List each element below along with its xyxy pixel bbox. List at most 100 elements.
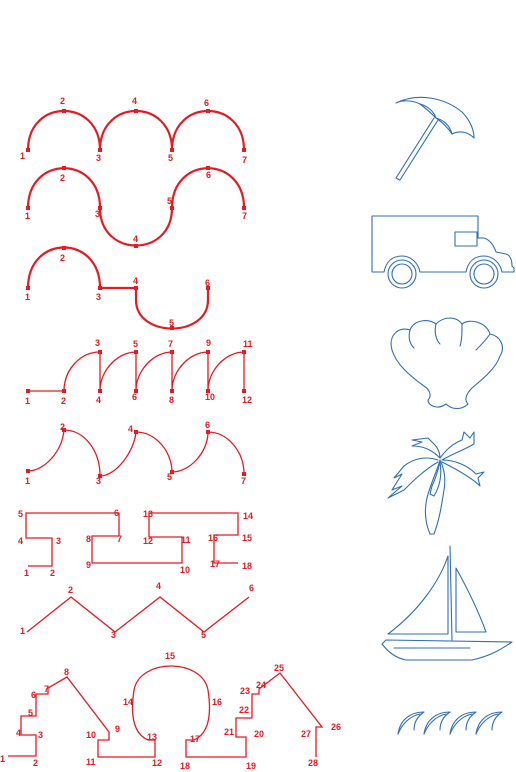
arches-dot-5 <box>170 148 174 152</box>
houses-label-28: 28 <box>308 758 318 768</box>
houses-label-1: 1 <box>0 754 5 764</box>
maze-label-5: 5 <box>18 509 23 519</box>
arches-label-4: 4 <box>132 96 137 106</box>
arches-trace <box>26 109 246 151</box>
quarter-label-6: 6 <box>205 420 210 430</box>
wave-dot-2 <box>62 166 66 170</box>
wave-label-2: 2 <box>60 173 65 183</box>
hooks-label-6: 6 <box>132 392 137 402</box>
wave-label-1: 1 <box>25 211 30 221</box>
wave-dot-4 <box>134 244 138 248</box>
houses-label-6: 6 <box>31 690 36 700</box>
hump-label-6: 6 <box>205 278 210 288</box>
maze-label-6: 6 <box>114 508 119 518</box>
zigzag-label-5: 5 <box>201 630 206 640</box>
houses-label-17: 17 <box>190 734 200 744</box>
arches-dot-7 <box>242 148 246 152</box>
hump-dot-2 <box>62 246 66 250</box>
houses-label-16: 16 <box>212 697 222 707</box>
hooks-dot-11 <box>242 350 246 354</box>
wave-dot-5 <box>170 206 174 210</box>
quarter-label-5: 5 <box>167 472 172 482</box>
row-hooks: 1 2 3 4 5 6 7 8 9 10 11 12 <box>25 338 253 406</box>
row-maze: 1 2 3 4 5 6 7 8 9 10 11 12 13 14 15 16 1… <box>18 508 253 578</box>
arches-label-3: 3 <box>96 153 101 163</box>
row-wave: 1 2 3 4 5 6 7 <box>25 166 247 248</box>
maze-label-4: 4 <box>18 536 23 546</box>
wave-dot-7 <box>242 206 246 210</box>
hooks-dot-12 <box>242 389 246 393</box>
hooks-dot-7 <box>170 350 174 354</box>
houses-label-25: 25 <box>274 663 284 673</box>
maze-label-2: 2 <box>50 568 55 578</box>
hooks-label-10: 10 <box>205 392 215 402</box>
maze-label-12: 12 <box>143 536 153 546</box>
arches-dot-6 <box>206 109 210 113</box>
quarter-arcs-trace <box>27 429 245 477</box>
quarter-label-4: 4 <box>128 424 133 434</box>
hooks-dot-10 <box>206 389 210 393</box>
quarter-label-7: 7 <box>241 476 246 486</box>
maze-label-3: 3 <box>56 536 61 546</box>
hooks-label-2: 2 <box>61 396 66 406</box>
houses-label-14: 14 <box>123 697 133 707</box>
hooks-label-12: 12 <box>242 395 252 405</box>
hump-dot-3 <box>98 286 102 290</box>
row-hump-step: 1 2 3 4 5 6 <box>25 246 210 330</box>
hump-label-2: 2 <box>60 253 65 263</box>
arches-dot-4 <box>134 109 138 113</box>
houses-label-4: 4 <box>16 728 21 738</box>
houses-label-15: 15 <box>165 651 175 661</box>
quarter-dot-5 <box>170 470 174 474</box>
houses-label-24: 24 <box>256 680 266 690</box>
arches-label-1: 1 <box>20 151 25 161</box>
hooks-dot-1 <box>26 389 30 393</box>
hooks-label-9: 9 <box>206 338 211 348</box>
hump-dot-4 <box>134 286 138 290</box>
houses-label-9: 9 <box>115 724 120 734</box>
arches-dot-2 <box>62 109 66 113</box>
wave-label-5: 5 <box>167 196 172 206</box>
umbrella-icon <box>395 96 475 181</box>
zigzag-trace <box>26 596 250 633</box>
hooks-label-4: 4 <box>96 395 101 405</box>
zigzag-label-2: 2 <box>68 585 73 595</box>
maze-label-9: 9 <box>86 560 91 570</box>
maze-label-14: 14 <box>243 511 253 521</box>
houses-label-19: 19 <box>246 761 256 771</box>
houses-label-8: 8 <box>64 667 69 677</box>
hump-dot-1 <box>26 286 30 290</box>
quarter-label-1: 1 <box>25 476 30 486</box>
houses-label-22: 22 <box>239 705 249 715</box>
hooks-dot-8 <box>170 389 174 393</box>
hooks-label-11: 11 <box>243 339 253 349</box>
row-quarter-arcs: 1 2 3 4 5 6 7 <box>25 420 246 486</box>
houses-label-7: 7 <box>44 684 49 694</box>
hooks-dot-4 <box>98 389 102 393</box>
maze-label-11: 11 <box>181 535 191 545</box>
waves-icon <box>397 711 503 735</box>
row-arches: 1 2 3 4 5 6 7 <box>20 96 247 165</box>
arches-label-7: 7 <box>242 155 247 165</box>
zigzag-label-1: 1 <box>20 626 25 636</box>
hump-dot-6 <box>206 286 210 290</box>
quarter-dot-1 <box>26 469 30 473</box>
houses-label-23: 23 <box>240 686 250 696</box>
hump-label-4: 4 <box>133 276 138 286</box>
row-houses: 1 2 3 4 5 6 7 8 9 10 11 12 13 14 15 16 1… <box>0 651 341 771</box>
houses-label-5: 5 <box>28 708 33 718</box>
hooks-dot-2 <box>62 389 66 393</box>
arches-dot-3 <box>98 148 102 152</box>
arches-label-6: 6 <box>204 98 209 108</box>
hooks-dot-3 <box>98 350 102 354</box>
hump-label-1: 1 <box>25 292 30 302</box>
arches-label-5: 5 <box>168 153 173 163</box>
maze-label-10: 10 <box>180 565 190 575</box>
maze-label-15: 15 <box>242 533 252 543</box>
maze-label-8: 8 <box>86 534 91 544</box>
houses-label-26: 26 <box>331 722 341 732</box>
houses-trace <box>8 665 324 758</box>
hooks-label-1: 1 <box>25 396 30 406</box>
row-zigzag: 1 2 3 4 5 6 <box>20 581 254 640</box>
